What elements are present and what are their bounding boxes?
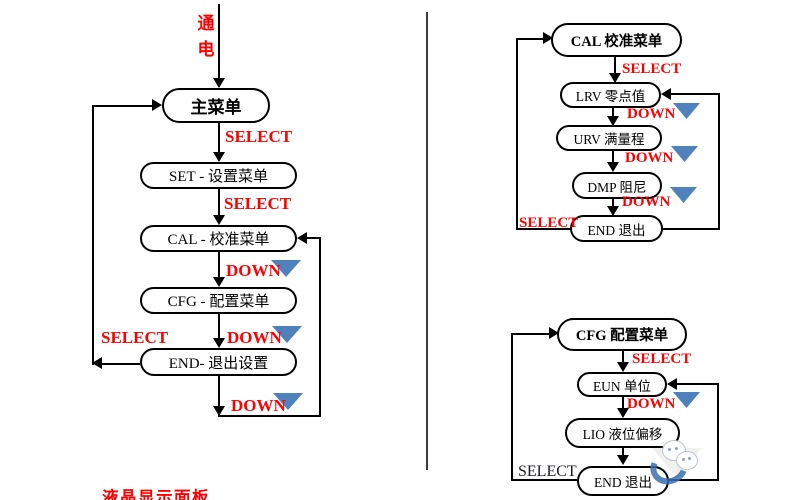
arrowhead-down-icon — [617, 408, 629, 418]
arrowhead-down-icon — [607, 116, 619, 126]
connector-line — [218, 189, 220, 216]
connector-line — [668, 479, 719, 481]
bottom-caption: 液晶显示面板 — [102, 488, 210, 500]
power-on-label: 通电 — [197, 14, 215, 59]
connector-line — [675, 383, 719, 385]
node-eun: EUN 单位 — [577, 372, 667, 397]
node-main-menu: 主菜单 — [162, 88, 270, 123]
node-cfg-end: END 退出 — [577, 466, 669, 496]
node-urv: URV 满量程 — [556, 125, 662, 151]
down-label: DOWN — [227, 328, 282, 347]
arrowhead-left-icon — [297, 232, 307, 244]
arrowhead-right-icon — [543, 32, 553, 44]
node-dmp: DMP 阻尼 — [572, 172, 662, 199]
connector-line — [511, 333, 513, 481]
down-label: DOWN — [627, 106, 676, 122]
section-divider — [426, 12, 428, 470]
node-lio: LIO 液位偏移 — [565, 418, 680, 448]
down-label: DOWN — [226, 261, 281, 280]
watermark-logo — [644, 438, 708, 491]
down-triangle-icon — [673, 103, 700, 119]
connector-line — [319, 237, 321, 417]
connector-line — [517, 38, 545, 40]
down-triangle-icon — [670, 187, 697, 203]
select-label: SELECT — [632, 351, 692, 367]
connector-line — [218, 314, 220, 339]
node-set-menu: SET - 设置菜单 — [140, 162, 297, 189]
down-label: DOWN — [625, 150, 674, 166]
select-label: SELECT — [224, 194, 292, 213]
arrowhead-down-icon — [617, 455, 629, 465]
select-label: SELECT — [519, 215, 579, 231]
arrowhead-right-icon — [549, 327, 559, 339]
connector-line — [218, 376, 220, 416]
node-cfg-title: CFG 配置菜单 — [557, 318, 687, 351]
arrowhead-down-icon — [617, 362, 629, 372]
node-lrv: LRV 零点值 — [560, 82, 661, 108]
arrowhead-down-icon — [213, 78, 225, 88]
arrowhead-left-icon — [92, 357, 102, 369]
watermark-bubble — [676, 451, 698, 470]
node-end-exit: END- 退出设置 — [140, 348, 297, 376]
connector-line — [511, 479, 577, 481]
connector-line — [516, 228, 572, 230]
connector-line — [669, 93, 720, 95]
arrowhead-left-icon — [667, 378, 677, 390]
connector-line — [612, 151, 614, 164]
down-label: DOWN — [231, 396, 286, 415]
arrowhead-down-icon — [609, 73, 621, 83]
select-label: SELECT — [225, 127, 293, 146]
connector-line — [612, 108, 614, 118]
connector-line — [622, 448, 624, 457]
connector-line — [305, 237, 321, 239]
node-cal-end: END 退出 — [570, 215, 663, 242]
connector-line — [100, 363, 140, 365]
node-cal-title: CAL 校准菜单 — [551, 23, 682, 57]
arrowhead-down-icon — [607, 206, 619, 216]
connector-line — [92, 105, 94, 365]
down-label: DOWN — [627, 396, 676, 412]
select-label: SELECT — [622, 61, 682, 77]
connector-line — [718, 93, 720, 230]
down-triangle-icon — [671, 146, 698, 162]
arrowhead-down-icon — [213, 277, 225, 287]
connector-line — [663, 228, 720, 230]
arrowhead-down-icon — [213, 406, 225, 416]
connector-line — [218, 4, 220, 80]
arrowhead-down-icon — [213, 215, 225, 225]
down-label: DOWN — [622, 194, 671, 210]
connector-line — [218, 252, 220, 278]
arrowhead-left-icon — [661, 88, 671, 100]
down-triangle-icon — [673, 392, 700, 408]
connector-line — [93, 105, 152, 107]
arrowhead-right-icon — [152, 99, 162, 111]
connector-line — [512, 333, 551, 335]
arrowhead-down-icon — [213, 338, 225, 348]
connector-line — [612, 199, 614, 208]
connector-line — [614, 57, 616, 74]
node-cfg-menu: CFG - 配置菜单 — [140, 287, 297, 314]
select-label: SELECT — [518, 463, 577, 480]
connector-line — [516, 38, 518, 230]
connector-line — [622, 351, 624, 363]
connector-line — [717, 383, 719, 481]
connector-line — [622, 397, 624, 409]
arrowhead-down-icon — [607, 162, 619, 172]
select-label: SELECT — [101, 328, 169, 347]
arrowhead-down-icon — [213, 152, 225, 162]
connector-line — [218, 123, 220, 153]
node-cal-menu: CAL - 校准菜单 — [140, 225, 297, 252]
connector-line — [218, 415, 321, 417]
